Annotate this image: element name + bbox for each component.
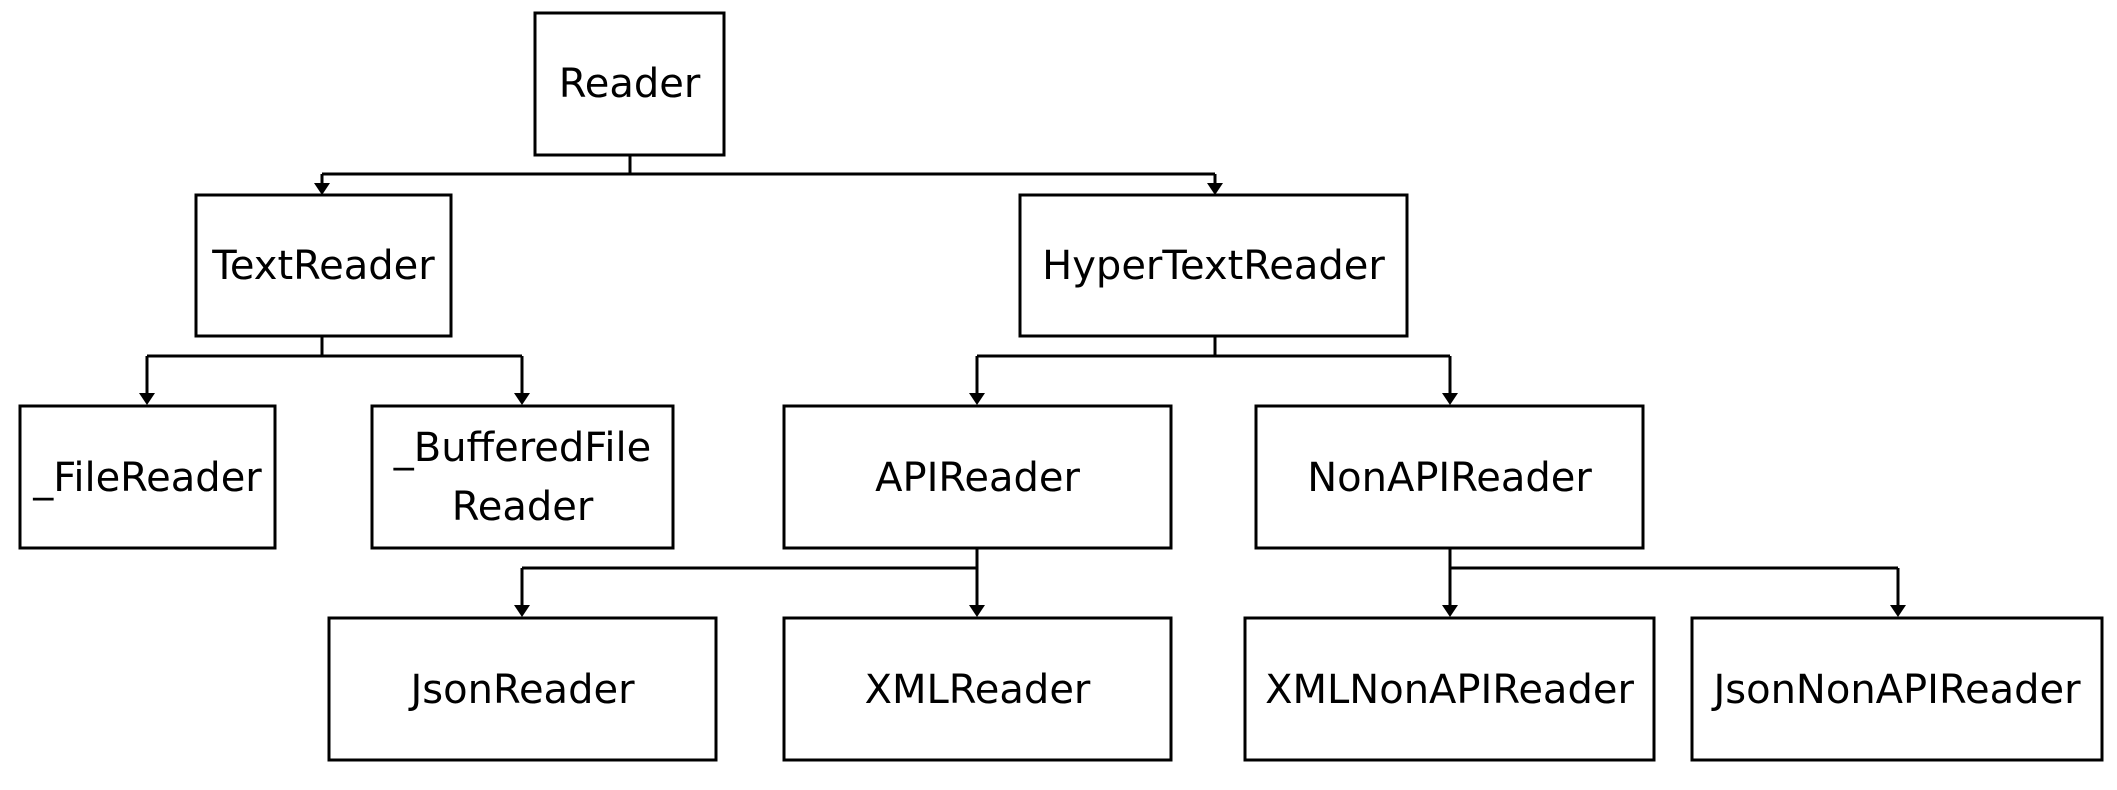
node-hypertextreader: HyperTextReader	[1018, 193, 1409, 338]
arrowhead-bufferedfilereader	[514, 393, 530, 405]
node-bufferedfilereader-label-line1: _BufferedFile	[393, 425, 651, 471]
arrowhead-filereader	[139, 393, 155, 405]
arrowhead-jsonreader	[514, 605, 530, 617]
node-filereader-box	[18, 404, 277, 550]
node-xmlnonapireader-box	[1243, 616, 1656, 762]
node-bufferedfilereader: _BufferedFile Reader	[370, 404, 675, 550]
node-reader: Reader	[533, 11, 726, 157]
node-jsonreader: JsonReader	[327, 616, 718, 762]
node-xmlreader: XMLReader	[782, 616, 1173, 762]
arrowhead-xmlnonapireader	[1442, 605, 1458, 617]
node-xmlreader-box	[782, 616, 1173, 762]
node-bufferedfilereader-box	[370, 404, 675, 550]
node-textreader-box	[194, 193, 453, 338]
node-xmlnonapireader: XMLNonAPIReader	[1243, 616, 1656, 762]
edges	[139, 155, 1906, 617]
node-filereader-label: _FileReader	[32, 455, 262, 501]
node-jsonnonapireader-label: JsonNonAPIReader	[1710, 667, 2081, 713]
edge-group-apireader	[514, 548, 985, 617]
node-jsonreader-label: JsonReader	[407, 667, 635, 713]
node-reader-box	[533, 11, 726, 157]
node-apireader-label: APIReader	[875, 455, 1080, 501]
node-nonapireader-box	[1254, 404, 1645, 550]
arrowhead-textreader	[314, 183, 330, 195]
arrowhead-apireader	[969, 393, 985, 405]
edge-group-textreader	[139, 336, 530, 405]
node-hypertextreader-box	[1018, 193, 1409, 338]
node-jsonnonapireader-box	[1690, 616, 2104, 762]
node-nonapireader: NonAPIReader	[1254, 404, 1645, 550]
node-textreader: TextReader	[194, 193, 453, 338]
node-apireader-box	[782, 404, 1173, 550]
node-hypertextreader-label: HyperTextReader	[1042, 243, 1385, 289]
edge-group-hypertextreader	[969, 336, 1458, 405]
node-reader-label: Reader	[559, 61, 701, 107]
arrowhead-hypertextreader	[1207, 183, 1223, 195]
node-nonapireader-label: NonAPIReader	[1307, 455, 1592, 501]
edge-group-reader	[314, 155, 1223, 195]
node-filereader: _FileReader	[18, 404, 277, 550]
node-textreader-label: TextReader	[211, 243, 435, 289]
edge-group-nonapireader	[1442, 548, 1906, 617]
nodes: Reader TextReader HyperTextReader _FileR…	[18, 11, 2104, 762]
arrowhead-nonapireader	[1442, 393, 1458, 405]
node-bufferedfilereader-label-line2: Reader	[452, 484, 594, 530]
node-jsonreader-box	[327, 616, 718, 762]
node-jsonnonapireader: JsonNonAPIReader	[1690, 616, 2104, 762]
arrowhead-jsonnonapireader	[1890, 605, 1906, 617]
node-xmlreader-label: XMLReader	[865, 667, 1091, 713]
node-xmlnonapireader-label: XMLNonAPIReader	[1265, 667, 1634, 713]
node-apireader: APIReader	[782, 404, 1173, 550]
arrowhead-xmlreader	[969, 605, 985, 617]
